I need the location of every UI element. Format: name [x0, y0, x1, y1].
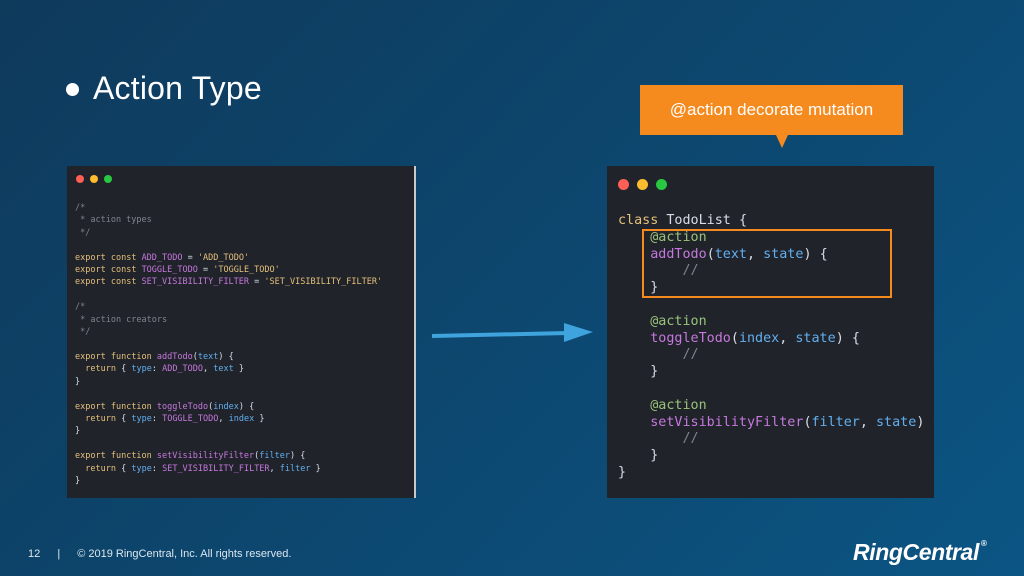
close-dot-icon [618, 179, 629, 190]
logo-registered-mark: ® [980, 539, 987, 548]
code-line: } [650, 280, 659, 296]
copyright-text: © 2019 RingCentral, Inc. All rights rese… [77, 548, 292, 560]
arrow-right-icon [431, 323, 593, 342]
code-line: export function setVisibilityFilter(filt… [75, 451, 306, 462]
right-code-window: class TodoList { @action addTodo(text, s… [607, 166, 934, 498]
minimize-dot-icon [637, 179, 648, 190]
code-line: toggleTodo(index, state) { [650, 330, 860, 346]
callout-text: @action decorate mutation [669, 100, 874, 119]
code-line: class TodoList { [618, 213, 747, 228]
window-controls [76, 175, 112, 183]
code-line: return { type: TOGGLE_TODO, index } [85, 413, 265, 424]
code-line: // [618, 347, 699, 363]
left-code-window: /* * action types */ export const ADD_TO… [67, 166, 416, 498]
code-line: export const ADD_TODO = 'ADD_TODO' [75, 252, 250, 263]
ringcentral-logo: RingCentral® [853, 539, 987, 566]
close-dot-icon [76, 175, 84, 183]
footer-separator: | [57, 548, 61, 560]
callout-pointer [776, 135, 788, 148]
code-line: setVisibilityFilter(filter, state) { [650, 414, 934, 430]
code-line: export function toggleTodo(index) { [75, 401, 255, 412]
code-line: // [618, 263, 699, 279]
code-line: /* [75, 203, 86, 213]
code-line: } [650, 364, 659, 380]
code-line: } [75, 376, 81, 387]
code-line: @action [650, 229, 707, 245]
slide-title-text: Action Type [93, 70, 262, 106]
left-code-block: /* * action types */ export const ADD_TO… [75, 202, 382, 487]
code-line: @action [650, 397, 707, 413]
code-line: } [75, 475, 81, 486]
code-line: */ [75, 327, 91, 338]
highlight-box [642, 229, 892, 298]
callout-box: @action decorate mutation [640, 85, 903, 135]
footer: 12 | © 2019 RingCentral, Inc. All rights… [28, 548, 305, 560]
code-line: addTodo(text, state) { [650, 246, 828, 262]
maximize-dot-icon [656, 179, 667, 190]
code-line: export const TOGGLE_TODO = 'TOGGLE_TODO' [75, 265, 280, 276]
code-line: @action [650, 313, 707, 329]
code-line: return { type: ADD_TODO, text } [85, 364, 245, 375]
code-line: return { type: SET_VISIBILITY_FILTER, fi… [85, 463, 321, 474]
window-controls [618, 179, 667, 190]
bullet-icon [66, 83, 79, 96]
code-line: } [650, 448, 659, 464]
code-line: export function addTodo(text) { [75, 351, 234, 362]
slide-title: Action Type [66, 70, 262, 107]
code-line: // [618, 431, 699, 447]
code-line: } [618, 464, 627, 480]
code-line: * action types [75, 215, 152, 226]
page-number: 12 [28, 548, 41, 560]
code-line: * action creators [75, 314, 168, 325]
right-code-block: class TodoList { @action addTodo(text, s… [618, 213, 934, 482]
minimize-dot-icon [90, 175, 98, 183]
maximize-dot-icon [104, 175, 112, 183]
code-line: } [75, 426, 81, 437]
code-line: */ [75, 227, 91, 238]
logo-text: RingCentral [853, 539, 979, 565]
code-line: export const SET_VISIBILITY_FILTER = 'SE… [75, 277, 383, 288]
code-line: /* [75, 302, 86, 313]
